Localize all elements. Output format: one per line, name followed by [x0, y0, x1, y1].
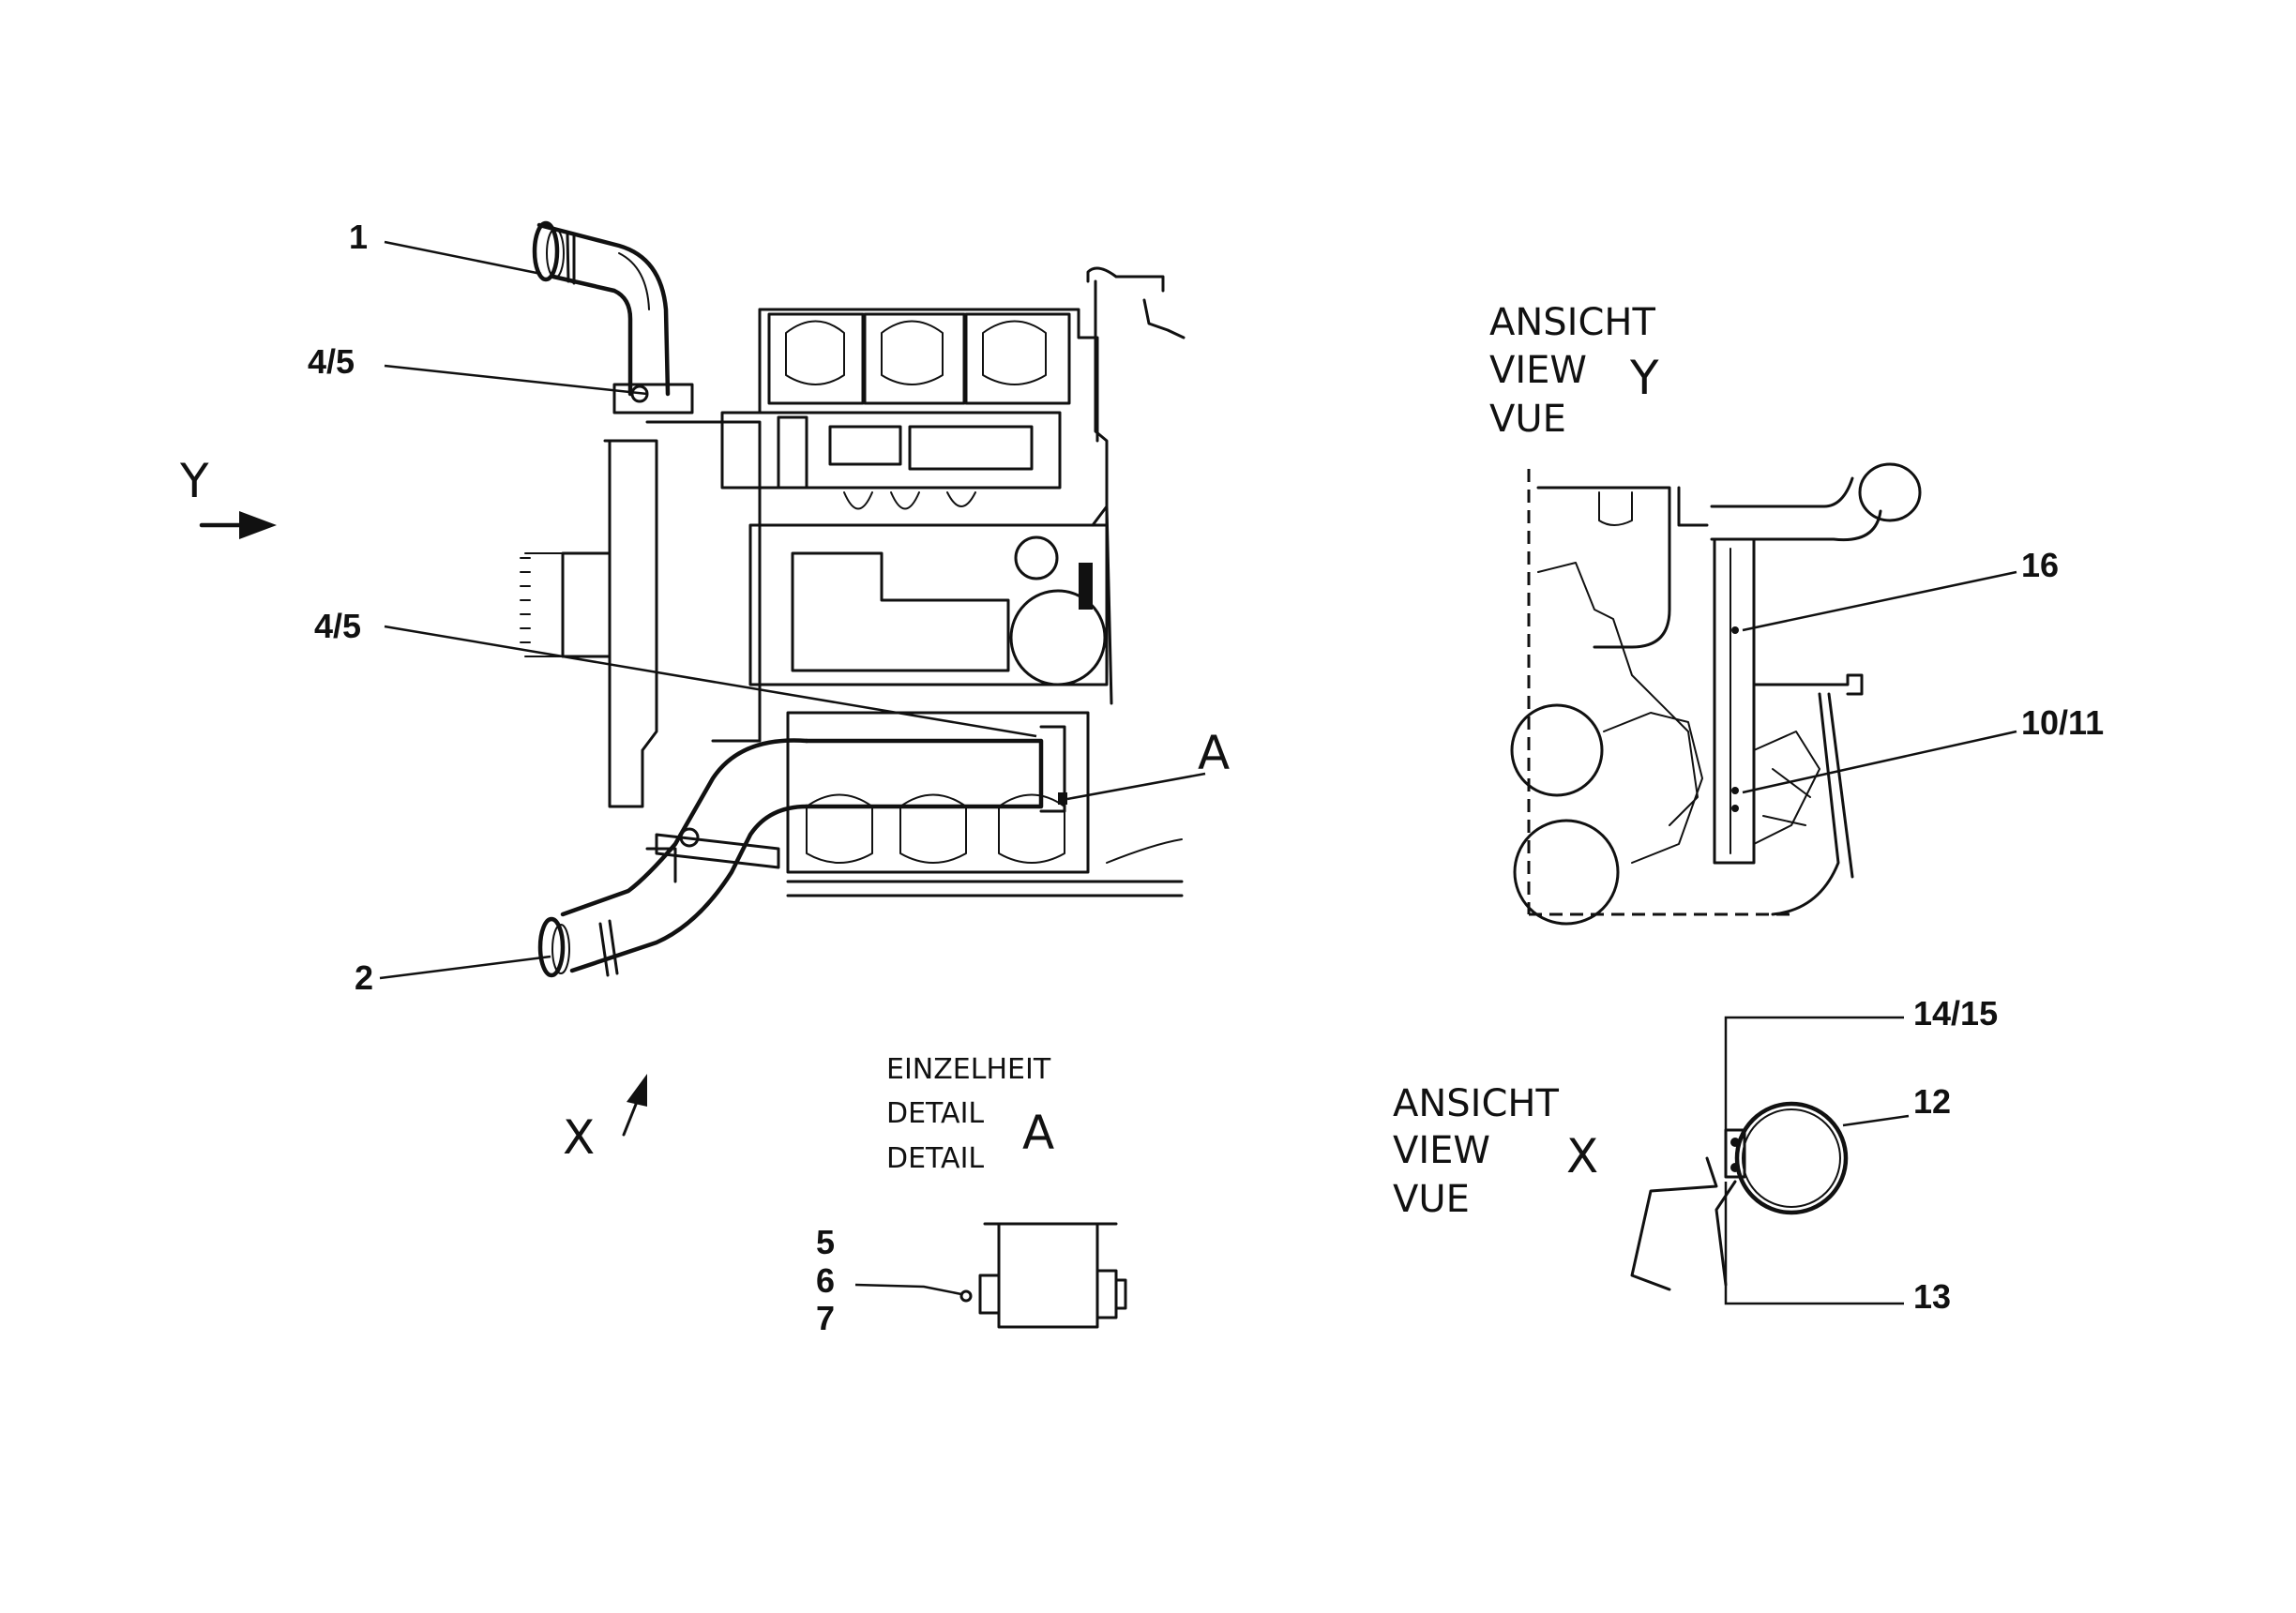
y-arrow-letter: Y [179, 454, 209, 508]
callout-12: 12 [1913, 1082, 1951, 1121]
view-x-label: ANSICHT VIEW VUE X [1393, 1082, 1598, 1221]
view-y-line2: VIEW [1489, 349, 1587, 392]
view-y-line1: ANSICHT [1489, 301, 1655, 344]
callout-13: 13 [1913, 1277, 1951, 1316]
view-x-line1: ANSICHT [1393, 1082, 1559, 1125]
engine-block [520, 266, 1186, 897]
callout-7: 7 [816, 1299, 835, 1337]
lower-pipe [537, 725, 1067, 978]
view-y-drawing [1510, 462, 1922, 926]
view-y-letter: Y [1629, 351, 1659, 405]
y-view-arrow [199, 511, 277, 539]
callout-16: 16 [2021, 546, 2059, 584]
callout-1: 1 [349, 218, 368, 256]
main-engine-view [520, 220, 1186, 978]
detail-a-line1: EINZELHEIT [886, 1053, 1051, 1086]
view-y-line3: VUE [1489, 398, 1566, 441]
x-view-arrow [622, 1074, 647, 1137]
callout-4-5-middle: 4/5 [314, 607, 361, 645]
view-x-line3: VUE [1393, 1178, 1470, 1221]
detail-a-line3: DETAIL [886, 1142, 984, 1175]
a-marker-letter: A [1198, 726, 1230, 780]
upper-pipe [532, 220, 694, 415]
view-y-label: ANSICHT VIEW VUE Y [1489, 301, 1659, 441]
view-x-drawing [1630, 1101, 1849, 1291]
callout-5: 5 [816, 1223, 835, 1261]
callout-10-11: 10/11 [2021, 703, 2104, 742]
callout-6: 6 [816, 1261, 835, 1300]
callout-4-5-upper: 4/5 [308, 342, 355, 381]
detail-a-drawing [959, 1222, 1127, 1329]
x-arrow-letter: X [563, 1110, 595, 1165]
detail-a-label: EINZELHEIT DETAIL DETAIL A [886, 1053, 1054, 1175]
view-x-line2: VIEW [1393, 1129, 1490, 1172]
callout-2: 2 [355, 958, 373, 997]
callout-14-15: 14/15 [1913, 994, 1998, 1033]
detail-a-line2: DETAIL [886, 1097, 984, 1130]
leader-lines [379, 240, 2017, 1305]
view-x-letter: X [1566, 1129, 1598, 1183]
detail-a-letter: A [1022, 1106, 1054, 1160]
